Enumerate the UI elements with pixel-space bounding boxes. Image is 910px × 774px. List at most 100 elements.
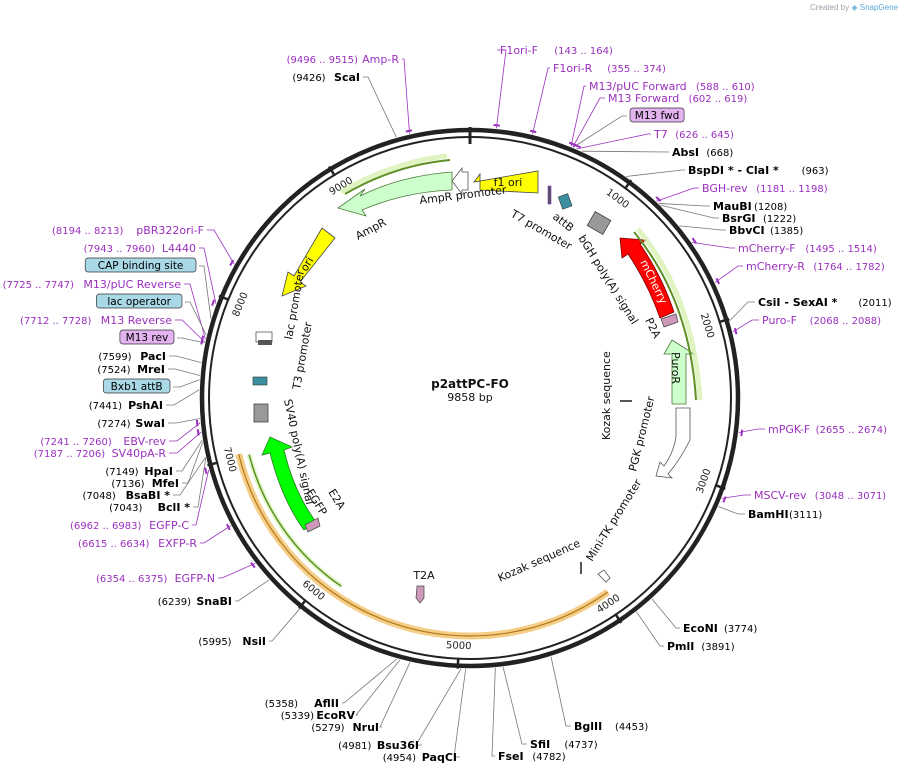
enzyme-site-label[interactable]: BsrGI(1222) [660, 204, 796, 225]
label-position: (2011) [858, 298, 891, 309]
enzyme-site-label[interactable]: PaqCI(4954) [383, 668, 467, 764]
primer-label[interactable]: MSCV-rev(3048 .. 3071) [721, 489, 887, 502]
leader-line [173, 456, 206, 496]
primer-label[interactable]: M13/pUC Reverse(7725 .. 7747) [3, 278, 206, 340]
leader-line [355, 659, 401, 716]
enzyme-site-label[interactable]: CsiI - SexAI *(2011) [729, 296, 892, 322]
leader-line [656, 187, 699, 202]
primer-label[interactable]: T7(626 .. 645) [576, 128, 734, 150]
leader-line [168, 418, 200, 424]
label-position: (7712 .. 7728) [20, 316, 92, 327]
enzyme-site-label[interactable]: SwaI(7274) [97, 417, 200, 430]
feature-tag-label[interactable]: lac operator [96, 293, 207, 336]
primer-label[interactable]: EBV-rev(7241 .. 7260) [40, 422, 201, 448]
feature-tag-label[interactable]: CAP binding site [84, 257, 212, 319]
feature-kozak-right[interactable]: Kozak sequence [600, 351, 632, 440]
enzyme-site-label[interactable]: FseI(4782) [491, 667, 566, 763]
enzyme-site-label[interactable]: EcoNI(3774) [651, 598, 757, 635]
primer-label[interactable]: Amp-R(9496 .. 9515) [287, 53, 410, 134]
feature-t2a[interactable]: T2A [412, 569, 435, 604]
primer-label[interactable]: mCherry-F(1495 .. 1514) [691, 242, 877, 255]
primer-bar [211, 299, 216, 306]
enzyme-site-label[interactable]: NsiI(5995) [198, 608, 301, 648]
enzyme-site-label[interactable]: AbsI(668) [581, 146, 733, 159]
primer-label[interactable]: EGFP-N(6354 .. 6375) [96, 562, 256, 585]
feature-pgk-promoter[interactable]: PGK promoter [626, 394, 691, 479]
primer-label[interactable]: EGFP-C(6962 .. 6983) [70, 469, 210, 532]
enzyme-site-label[interactable]: MreI(7524) [97, 363, 201, 376]
leader-line [235, 579, 270, 602]
primer-bar [740, 429, 744, 437]
label-position: (3111) [789, 510, 822, 521]
label-position: (9426) [292, 73, 325, 84]
enzyme-site-label[interactable]: BbvCI(1385) [679, 224, 803, 237]
label-position: (7149) [105, 467, 138, 478]
feature-bgh-polya[interactable]: bGH poly(A) signal [575, 211, 641, 327]
primer-label[interactable]: SV40pA-R(7187 .. 7206) [34, 431, 202, 460]
primer-label[interactable]: mPGK-F(2655 .. 2674) [738, 423, 888, 436]
label-position: (602 .. 619) [689, 94, 748, 105]
label-name: F1ori-F [500, 44, 538, 57]
feature-f1-ori[interactable]: f1 ori [473, 170, 539, 194]
enzyme-site-label[interactable]: BsaBI *(7048) [83, 456, 206, 502]
enzyme-site-label[interactable]: BglII(4453) [550, 656, 648, 733]
primer-label[interactable]: M13 Forward(602 .. 619) [572, 92, 748, 148]
svg-text:ori: ori [298, 255, 317, 274]
credit-prefix: Created by [809, 3, 850, 12]
leader-line [732, 319, 759, 333]
feature-tag-label[interactable]: Bxb1 attB [102, 378, 200, 394]
label-name: L4440 [162, 242, 196, 255]
feature-bxb1-attb-box[interactable] [252, 376, 268, 386]
enzyme-site-label[interactable]: Bsu36I(4981) [338, 668, 462, 752]
primer-label[interactable]: F1ori-R(355 .. 374) [532, 62, 666, 135]
primer-label[interactable]: M13/pUC Forward(588 .. 610) [570, 80, 755, 147]
leader-line [363, 76, 397, 138]
enzyme-site-label[interactable]: AflII(5358) [265, 658, 398, 710]
primer-label[interactable]: L4440 (7943 .. 7960) [84, 242, 217, 304]
enzyme-site-label[interactable]: SnaBI(6239) [158, 579, 270, 608]
label-position: (355 .. 374) [607, 64, 666, 75]
label-name: ScaI [334, 71, 360, 84]
feature-tag-label[interactable]: M13 fwd [572, 107, 685, 148]
leader-line [169, 431, 202, 454]
enzyme-site-label[interactable]: NruI(5279) [311, 662, 411, 734]
label-name: PshAI [128, 399, 163, 412]
label-position: (2655 .. 2674) [816, 425, 888, 436]
label-position: (6354 .. 6375) [96, 574, 168, 585]
label-position: (5339) [281, 711, 314, 722]
primer-bar [405, 129, 413, 133]
primer-label[interactable]: M13 Reverse(7712 .. 7728) [20, 314, 206, 343]
leader-line [166, 389, 200, 406]
enzyme-site-label[interactable]: EcoRV(5339) [281, 659, 401, 722]
enzyme-site-label[interactable]: PshAI(7441) [89, 389, 200, 412]
enzyme-site-label[interactable]: BclI *(7043) [109, 457, 207, 514]
feature-kozak-bottom[interactable]: Kozak sequence [496, 537, 583, 585]
feature-attb[interactable]: attB [547, 185, 576, 234]
feature-tag-label[interactable]: M13 rev [119, 329, 205, 345]
feature-ori[interactable]: ori [281, 227, 336, 297]
feature-mini-tk-promoter[interactable]: Mini-TK promoter [584, 477, 645, 583]
label-position: (7943 .. 7960) [84, 244, 156, 255]
enzyme-site-label[interactable]: HpaI(7149) [105, 439, 203, 478]
primer-label[interactable]: F1ori-F(143 .. 164) [495, 44, 613, 129]
enzyme-site-label[interactable]: BamHI(3111) [718, 506, 822, 521]
primer-label[interactable]: BGH-rev(1181 .. 1198) [656, 182, 828, 202]
primer-label[interactable]: mCherry-R(1764 .. 1782) [714, 260, 885, 283]
feature-puror[interactable]: PuroR [633, 227, 703, 405]
leader-line [173, 379, 200, 388]
leader-line [550, 656, 571, 727]
primer-label[interactable]: pBR322ori-F(8194 .. 8213) [52, 224, 235, 265]
label-position: (963) [802, 166, 829, 177]
label-position: (7043) [109, 503, 142, 514]
enzyme-site-label[interactable]: PacI(7599) [98, 350, 202, 363]
primer-label[interactable]: Puro-F(2068 .. 2088) [732, 314, 881, 333]
bp-tick [718, 317, 730, 324]
label-name: pBR322ori-F [136, 224, 204, 237]
label-name: PaqCI [422, 751, 457, 764]
enzyme-site-label[interactable]: BspDI * - ClaI *(963) [626, 164, 829, 177]
enzyme-site-label[interactable]: MauBI(1208) [658, 200, 788, 213]
primer-label[interactable]: EXFP-R(6615 .. 6634) [78, 525, 232, 550]
enzyme-site-label[interactable]: ScaI (9426) [292, 71, 397, 138]
enzyme-site-label[interactable]: SfiI(4737) [502, 666, 598, 751]
enzyme-site-label[interactable]: PmlI(3891) [636, 611, 735, 653]
